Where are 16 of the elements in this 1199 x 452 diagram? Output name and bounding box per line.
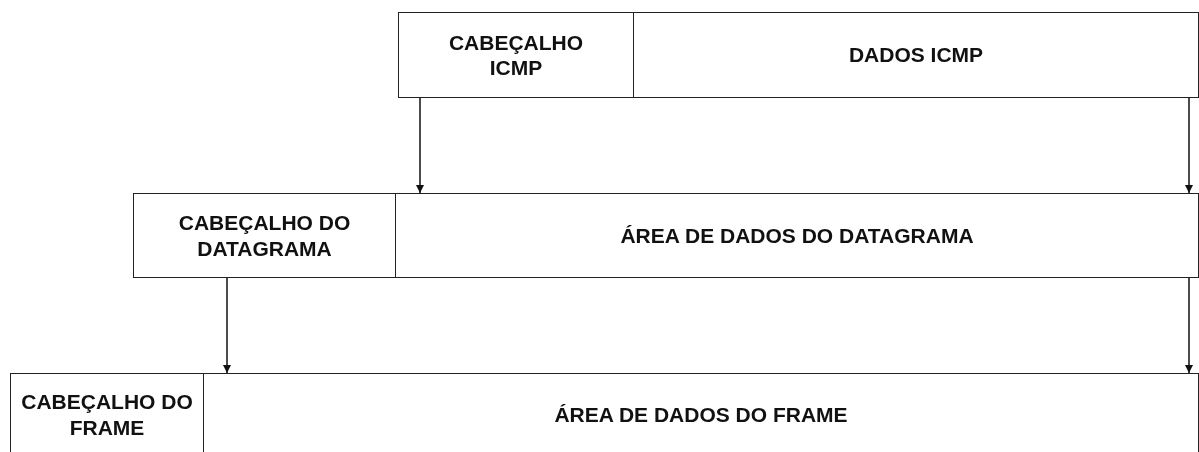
field-label: CABEÇALHO ICMP xyxy=(447,29,585,81)
arrow xyxy=(416,97,424,194)
arrow xyxy=(1185,97,1193,194)
field-box xyxy=(133,193,396,278)
field-box xyxy=(398,12,634,98)
field-label: ÁREA DE DADOS DO FRAME xyxy=(554,401,848,428)
arrow xyxy=(1185,277,1193,374)
field-box xyxy=(395,193,1199,278)
field-box xyxy=(203,373,1199,452)
field-box xyxy=(10,373,204,452)
field-label: CABEÇALHO DO FRAME xyxy=(20,389,194,440)
field-box xyxy=(633,12,1199,98)
field-label: CABEÇALHO DO DATAGRAMA xyxy=(177,210,352,261)
field-label: ÁREA DE DADOS DO DATAGRAMA xyxy=(620,222,974,249)
field-label: DADOS ICMP xyxy=(848,42,984,68)
arrow xyxy=(223,277,231,374)
